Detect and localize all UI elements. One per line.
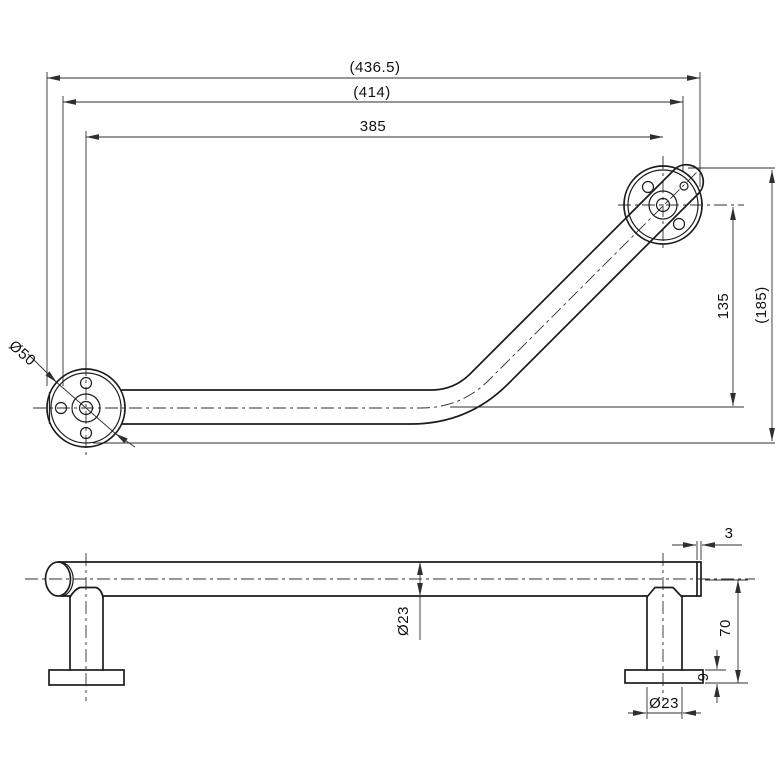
dim-post-height: 70 <box>717 619 734 637</box>
side-view: 3 Ø23 70 9 Ø23 <box>25 525 755 719</box>
side-view-dimension-lines <box>417 542 742 716</box>
dim-flange-diameter: Ø50 <box>5 337 39 369</box>
grab-bar-side-outline <box>44 561 702 597</box>
dim-rise-center: 135 <box>715 293 732 320</box>
side-view-centerlines <box>25 553 755 701</box>
dim-base-thickness: 9 <box>695 673 712 682</box>
dim-bar-diameter: Ø23 <box>395 606 412 636</box>
dim-post-diameter: Ø23 <box>649 695 679 712</box>
dim-center-distance: 385 <box>360 118 387 135</box>
grab-bar-plan-outline <box>121 163 705 425</box>
top-view: (436.5) (414) 385 135 (185) Ø50 <box>5 59 775 457</box>
dim-outer-length: (414) <box>353 84 391 101</box>
right-post <box>624 586 704 684</box>
dim-end-thickness: 3 <box>725 525 734 542</box>
top-view-extension-lines <box>46 72 775 444</box>
right-flange <box>623 165 703 245</box>
top-view-centerlines <box>33 156 744 457</box>
side-view-extension-lines <box>419 541 748 719</box>
left-flange <box>46 368 126 448</box>
dim-rise-overall: (185) <box>753 286 770 324</box>
dim-overall-length: (436.5) <box>349 59 400 76</box>
top-view-dimension-lines <box>27 75 775 448</box>
left-post <box>48 586 125 686</box>
